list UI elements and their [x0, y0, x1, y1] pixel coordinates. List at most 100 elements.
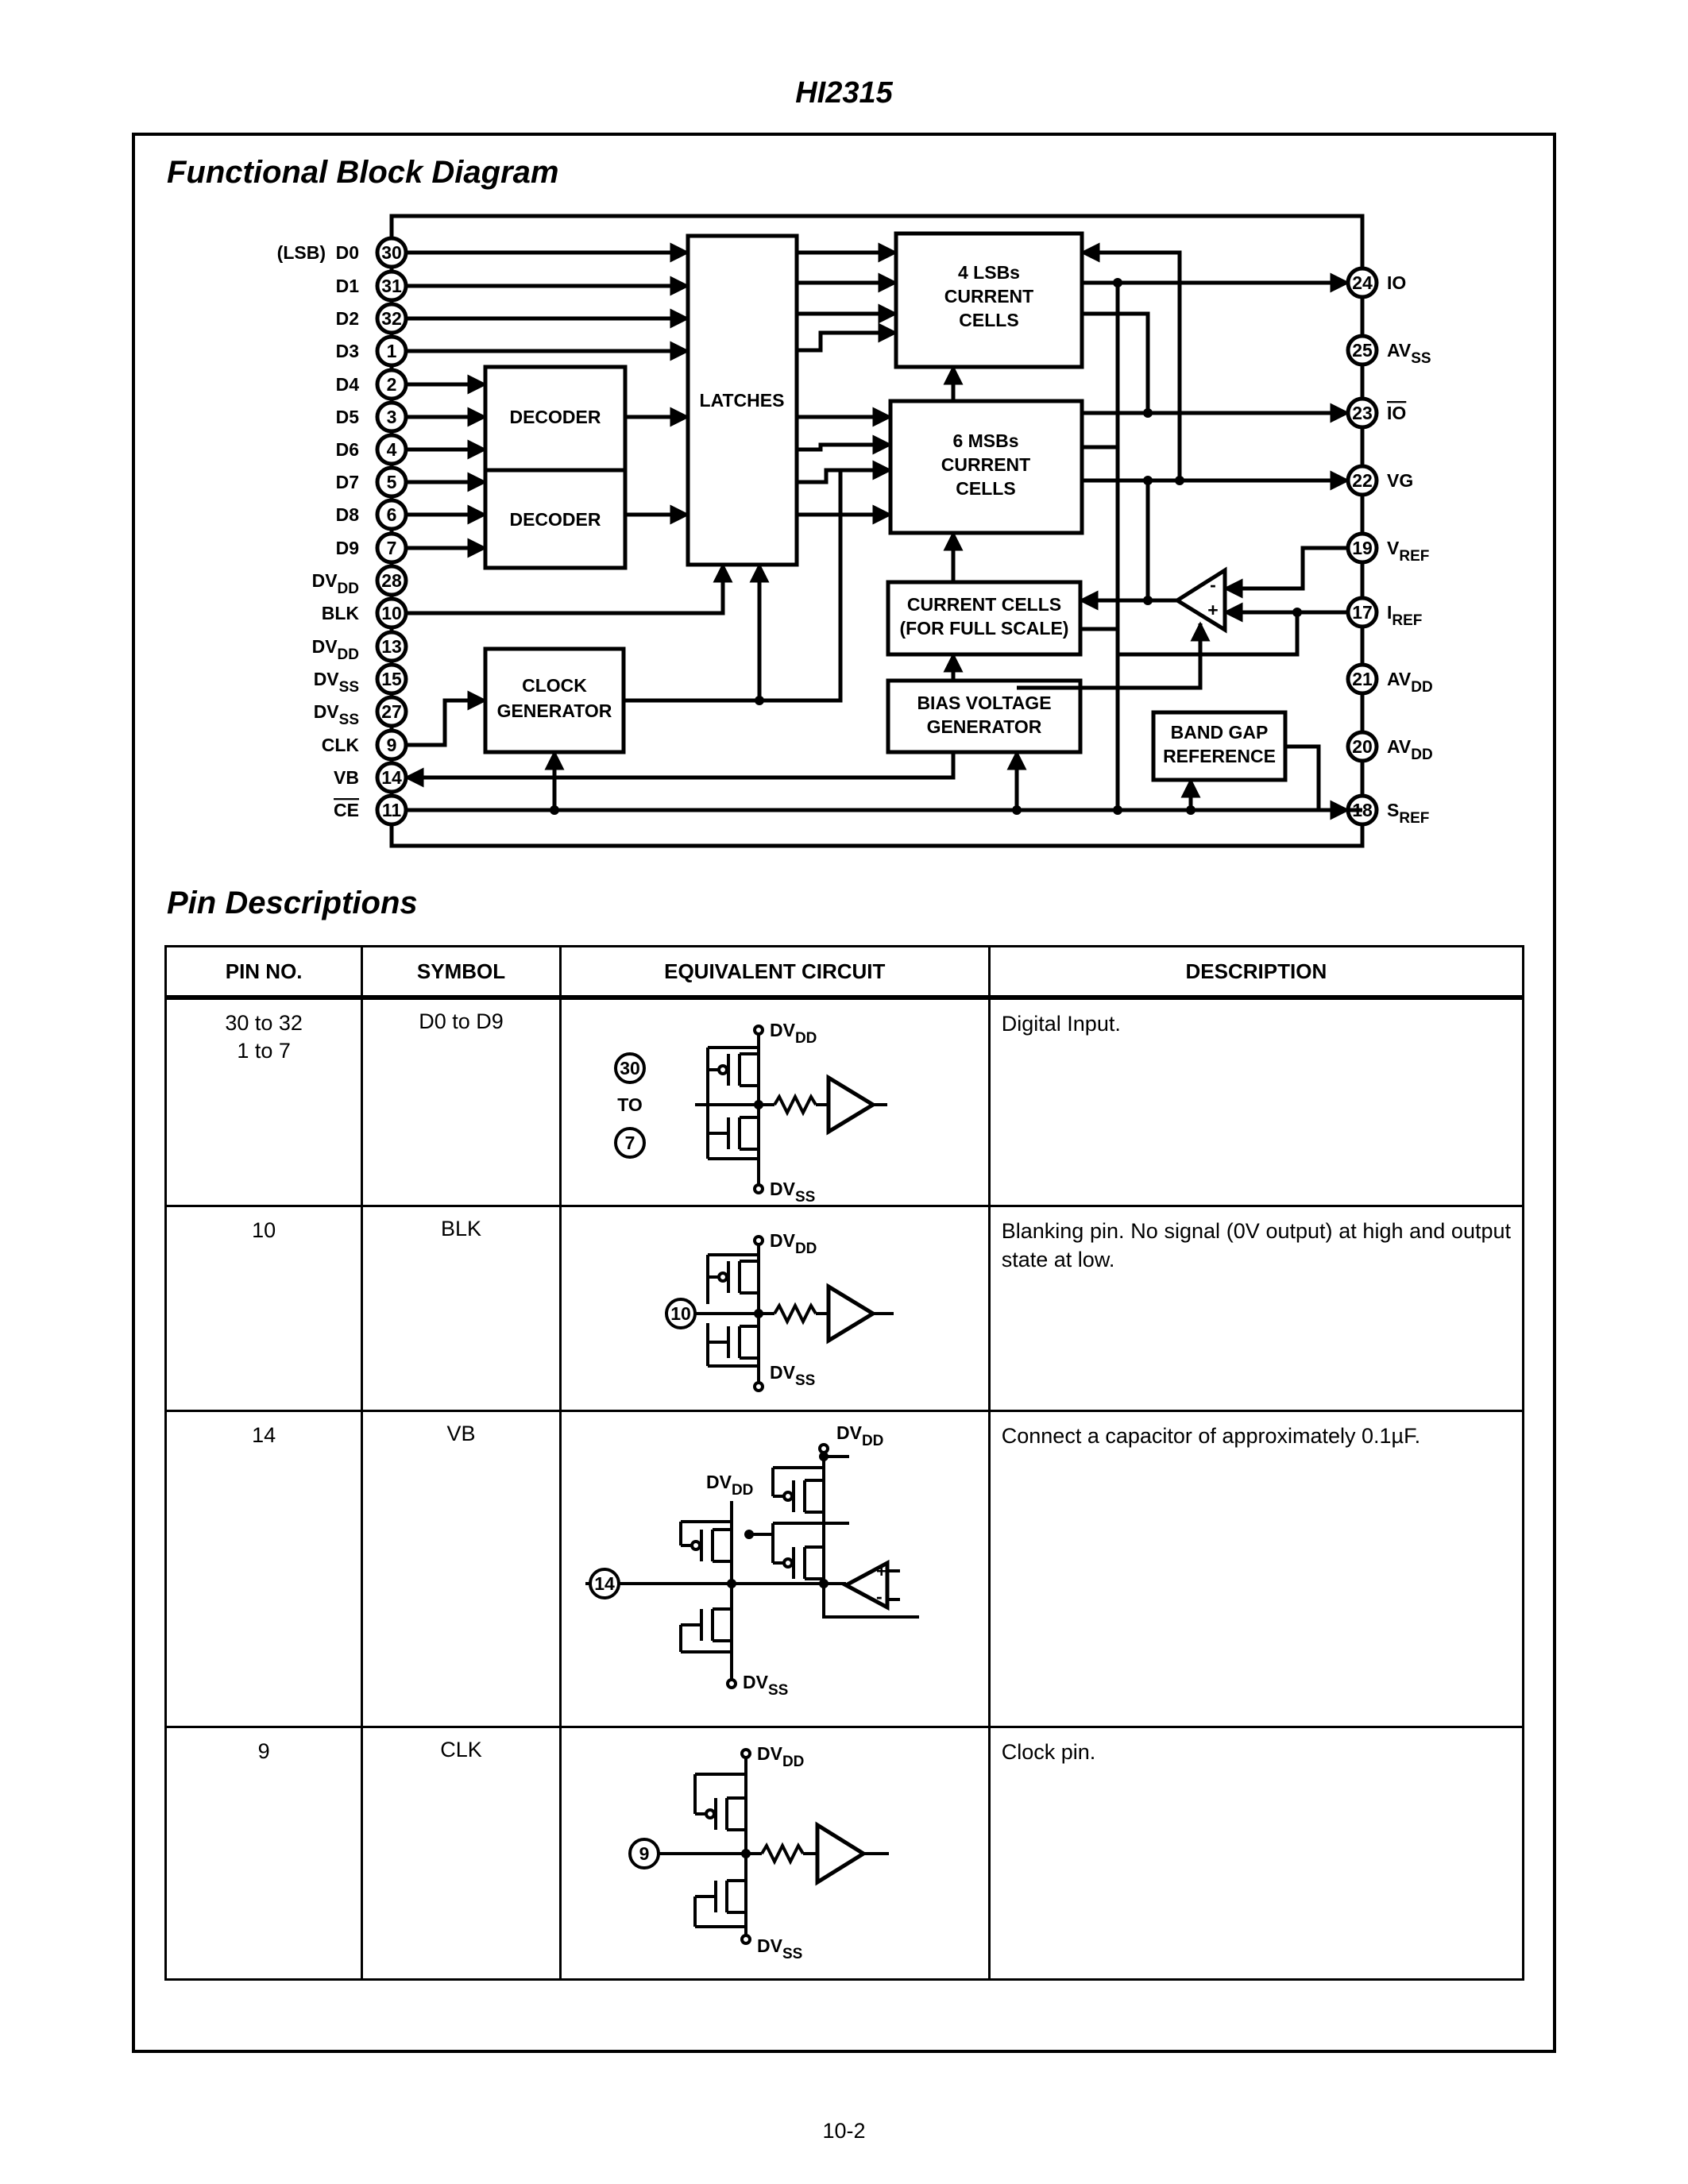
- pin-name-17: IREF: [1387, 602, 1422, 629]
- lsb-label: (LSB): [277, 242, 326, 263]
- lsb-cells-label: CELLS: [959, 310, 1018, 330]
- column-header-description: DESCRIPTION: [987, 945, 1525, 999]
- pin-name-21: AVDD: [1387, 669, 1433, 696]
- pin-number: 31: [381, 276, 402, 296]
- pin-name-27: DVSS: [314, 701, 359, 728]
- pin-name-23: IO: [1387, 403, 1406, 423]
- table-row: 9 CLK: [164, 1726, 1525, 1981]
- decoder-label: DECODER: [509, 407, 601, 427]
- ground-label: DVSS: [743, 1672, 788, 1699]
- ground-label: DVSS: [770, 1362, 815, 1389]
- pin-number: 21: [1352, 669, 1373, 689]
- full-scale-cells-label: (FOR FULL SCALE): [900, 618, 1069, 639]
- amp-minus-label: -: [876, 1586, 883, 1607]
- msb-cells-label: 6 MSBs: [952, 430, 1018, 451]
- pin-name-4: D6: [336, 439, 359, 460]
- pin-21-circle: [1346, 662, 1379, 696]
- junction-dot: [550, 805, 559, 815]
- junction-dot: [755, 696, 764, 705]
- pin-label: 30: [620, 1058, 640, 1078]
- blanking-input-circuit: 10 DVDD DVSS: [664, 1230, 894, 1392]
- pin-number: 5: [387, 472, 397, 492]
- table-row: 14 VB: [164, 1410, 1525, 1728]
- pin-number: 11: [382, 800, 402, 820]
- clock-input-circuit: 9 DVDD DVSS: [628, 1743, 889, 1962]
- pin-name-7: D9: [336, 538, 359, 558]
- pin-no-cell: 30 to 32 1 to 7: [164, 996, 364, 1207]
- pin-number: 28: [381, 570, 402, 591]
- clock-generator-label: GENERATOR: [497, 700, 612, 721]
- junction-dot: [1143, 596, 1153, 605]
- pin-name-19: VREF: [1387, 538, 1429, 565]
- pin-28-circle: [375, 564, 408, 597]
- msb-current-cells-block: [888, 399, 1084, 535]
- pin-descriptions-heading: Pin Descriptions: [167, 886, 418, 920]
- description-cell: Digital Input.: [987, 996, 1525, 1207]
- block-diagram-heading: Functional Block Diagram: [167, 155, 559, 190]
- supply-label: DVDD: [770, 1020, 817, 1047]
- pin-name-25: AVSS: [1387, 340, 1431, 367]
- amp-plus-label: +: [876, 1561, 886, 1581]
- pin-number: 10: [381, 603, 402, 623]
- pin-name-20: AVDD: [1387, 736, 1433, 763]
- clock-generator-label: CLOCK: [522, 675, 587, 696]
- pin-number: 2: [387, 374, 397, 395]
- pin-name-14: VB: [334, 767, 359, 788]
- pin-no-cell: 9: [164, 1726, 364, 1981]
- full-scale-cells-label: CURRENT CELLS: [907, 594, 1061, 615]
- pin-name-3: D5: [336, 407, 360, 427]
- pin-name-32: D2: [336, 308, 359, 329]
- content-frame: [132, 133, 1556, 2053]
- opamp-minus: -: [1210, 574, 1216, 595]
- pin-label: 9: [639, 1843, 649, 1864]
- pin-name-22: VG: [1387, 470, 1413, 491]
- column-header-pin-no: PIN NO.: [164, 945, 364, 999]
- pin-number: 30: [381, 242, 402, 263]
- pin-name-13: DVDD: [312, 636, 359, 663]
- pin-no-line: 14: [252, 1423, 276, 1447]
- junction-dot: [1113, 805, 1122, 815]
- pin-number: 13: [381, 636, 402, 657]
- symbol-cell: BLK: [361, 1205, 562, 1412]
- document-title: HI2315: [795, 76, 893, 110]
- pin-name-30: D0: [336, 242, 359, 263]
- pin-number: 3: [387, 407, 397, 427]
- pin-name-6: D8: [336, 504, 360, 525]
- equivalent-circuit-cell: 30 7 TO DVDD DVSS: [558, 996, 991, 1207]
- msb-cells-label: CELLS: [956, 478, 1015, 499]
- supply-label: DVDD: [836, 1422, 883, 1449]
- pin-number: 19: [1352, 538, 1373, 558]
- ground-label: DVSS: [770, 1179, 815, 1205]
- junction-dot: [1175, 476, 1184, 485]
- column-header-equivalent-circuit: EQUIVALENT CIRCUIT: [558, 945, 991, 999]
- to-label: TO: [617, 1094, 643, 1115]
- full-scale-current-cells-block: [886, 580, 1083, 657]
- latches-block: [686, 233, 799, 567]
- band-gap-label: REFERENCE: [1163, 746, 1276, 766]
- table-row: 30 to 32 1 to 7 D0 to D9: [164, 996, 1525, 1207]
- msb-cells-label: CURRENT: [941, 454, 1030, 475]
- description-cell: Connect a capacitor of approximately 0.1…: [987, 1410, 1525, 1728]
- bias-generator-label: BIAS VOLTAGE: [917, 693, 1051, 713]
- equivalent-circuit-cell: 9 DVDD DVSS: [558, 1726, 991, 1981]
- table-header-row: PIN NO. SYMBOL EQUIVALENT CIRCUIT DESCRI…: [164, 945, 1525, 999]
- pin-name-9: CLK: [322, 735, 360, 755]
- pin-number: 9: [387, 735, 397, 755]
- pin-13-circle: [375, 630, 408, 663]
- pin-name-28: DVDD: [312, 570, 359, 597]
- pin-label: 14: [594, 1573, 615, 1594]
- page-number: 10-2: [822, 2119, 866, 2143]
- digital-input-circuit: 30 7 TO DVDD DVSS: [613, 1020, 887, 1205]
- supply-label: DVDD: [770, 1230, 817, 1257]
- opamp-plus: +: [1207, 600, 1218, 620]
- pin-name-24: IO: [1387, 272, 1406, 293]
- pin-name-1: D3: [336, 341, 359, 361]
- pin-no-cell: 14: [164, 1410, 364, 1728]
- equivalent-circuit-cell: 10 DVDD DVSS: [558, 1205, 991, 1412]
- decoder-block-2: [483, 468, 628, 570]
- vb-bias-circuit: 14 + - DVDD DVDD DVSS: [585, 1422, 919, 1699]
- junction-dot: [1012, 805, 1022, 815]
- pin-name-18: SREF: [1387, 800, 1429, 827]
- opamp-symbol: [1173, 566, 1227, 634]
- pin-label: 10: [670, 1303, 691, 1324]
